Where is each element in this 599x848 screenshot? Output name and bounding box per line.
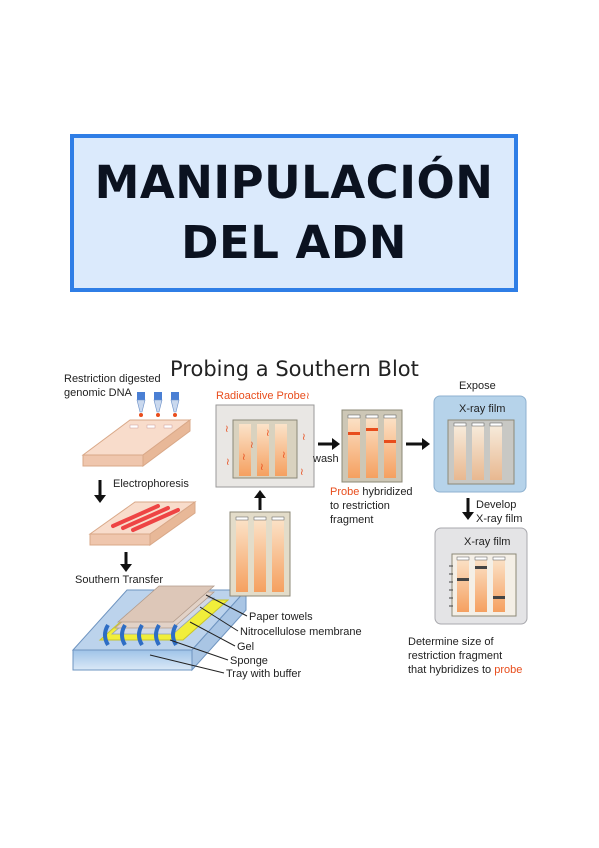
xray-film-2 bbox=[434, 527, 528, 625]
label-paper-towels: Paper towels bbox=[249, 611, 313, 623]
title-line-2: DEL ADN bbox=[181, 216, 407, 269]
label-expose: Expose bbox=[459, 380, 496, 392]
probe-bag: ≀ ≀ ≀ ≀ ≀ ≀ ≀ ≀ ≀ bbox=[215, 404, 315, 488]
label-probe-hybridized: Probe hybridized bbox=[330, 486, 413, 498]
label-to-restriction: to restriction bbox=[330, 500, 390, 512]
arrow-head-2 bbox=[120, 564, 132, 572]
svg-text:≀: ≀ bbox=[302, 432, 306, 443]
label-electrophoresis: Electrophoresis bbox=[113, 478, 189, 490]
label-fragment: fragment bbox=[330, 514, 373, 526]
svg-text:≀: ≀ bbox=[266, 428, 270, 439]
svg-text:≀: ≀ bbox=[242, 452, 246, 463]
label-sponge: Sponge bbox=[230, 655, 268, 667]
label-probe-red: probe bbox=[494, 664, 522, 676]
svg-text:≀: ≀ bbox=[225, 424, 229, 435]
radioactive-icon: ≀ bbox=[306, 391, 310, 402]
membrane-blank bbox=[229, 511, 291, 597]
label-genomic-dna: genomic DNA bbox=[64, 387, 133, 399]
label-determine-3: that hybridizes to probe bbox=[408, 664, 522, 676]
arrow-head-wash bbox=[332, 438, 340, 450]
title-box: MANIPULACIÓN DEL ADN bbox=[70, 134, 518, 292]
label-develop-film: X-ray film bbox=[476, 513, 522, 525]
arrow-head-expose bbox=[422, 438, 430, 450]
label-nitrocellulose: Nitrocellulose membrane bbox=[240, 626, 362, 638]
membrane-hybridized bbox=[341, 409, 403, 483]
label-wash: wash bbox=[312, 453, 339, 465]
transfer-stack bbox=[71, 585, 248, 672]
diagram-heading: Probing a Southern Blot bbox=[170, 357, 419, 381]
label-develop: Develop bbox=[476, 499, 516, 511]
svg-text:≀: ≀ bbox=[226, 457, 230, 468]
arrow-head-develop bbox=[462, 512, 474, 520]
label-tray: Tray with buffer bbox=[226, 668, 302, 680]
label-xray-film-2: X-ray film bbox=[464, 536, 510, 548]
label-determine-2: restriction fragment bbox=[408, 650, 502, 662]
xray-film-1 bbox=[433, 395, 527, 493]
label-gel: Gel bbox=[237, 641, 254, 653]
label-determine-1: Determine size of bbox=[408, 636, 495, 648]
label-southern-transfer: Southern Transfer bbox=[75, 574, 163, 586]
label-radioactive-probe: Radioactive Probe bbox=[216, 390, 306, 402]
label-xray-film-1: X-ray film bbox=[459, 403, 505, 415]
label-hybridized: hybridized bbox=[359, 486, 412, 498]
gel-slab-empty bbox=[81, 419, 192, 467]
arrow-head-1 bbox=[94, 495, 106, 503]
svg-text:≀: ≀ bbox=[250, 440, 254, 451]
label-hybridizes-to: that hybridizes to bbox=[408, 664, 494, 676]
arrow-head-up bbox=[254, 490, 266, 498]
svg-text:≀: ≀ bbox=[282, 450, 286, 461]
title-line-1: MANIPULACIÓN bbox=[94, 156, 494, 209]
pipette-icons bbox=[136, 392, 180, 417]
svg-text:≀: ≀ bbox=[260, 462, 264, 473]
label-probe-word: Probe bbox=[330, 486, 359, 498]
svg-text:≀: ≀ bbox=[300, 467, 304, 478]
label-restriction: Restriction digested bbox=[64, 373, 161, 385]
gel-slab-bands bbox=[88, 501, 197, 546]
